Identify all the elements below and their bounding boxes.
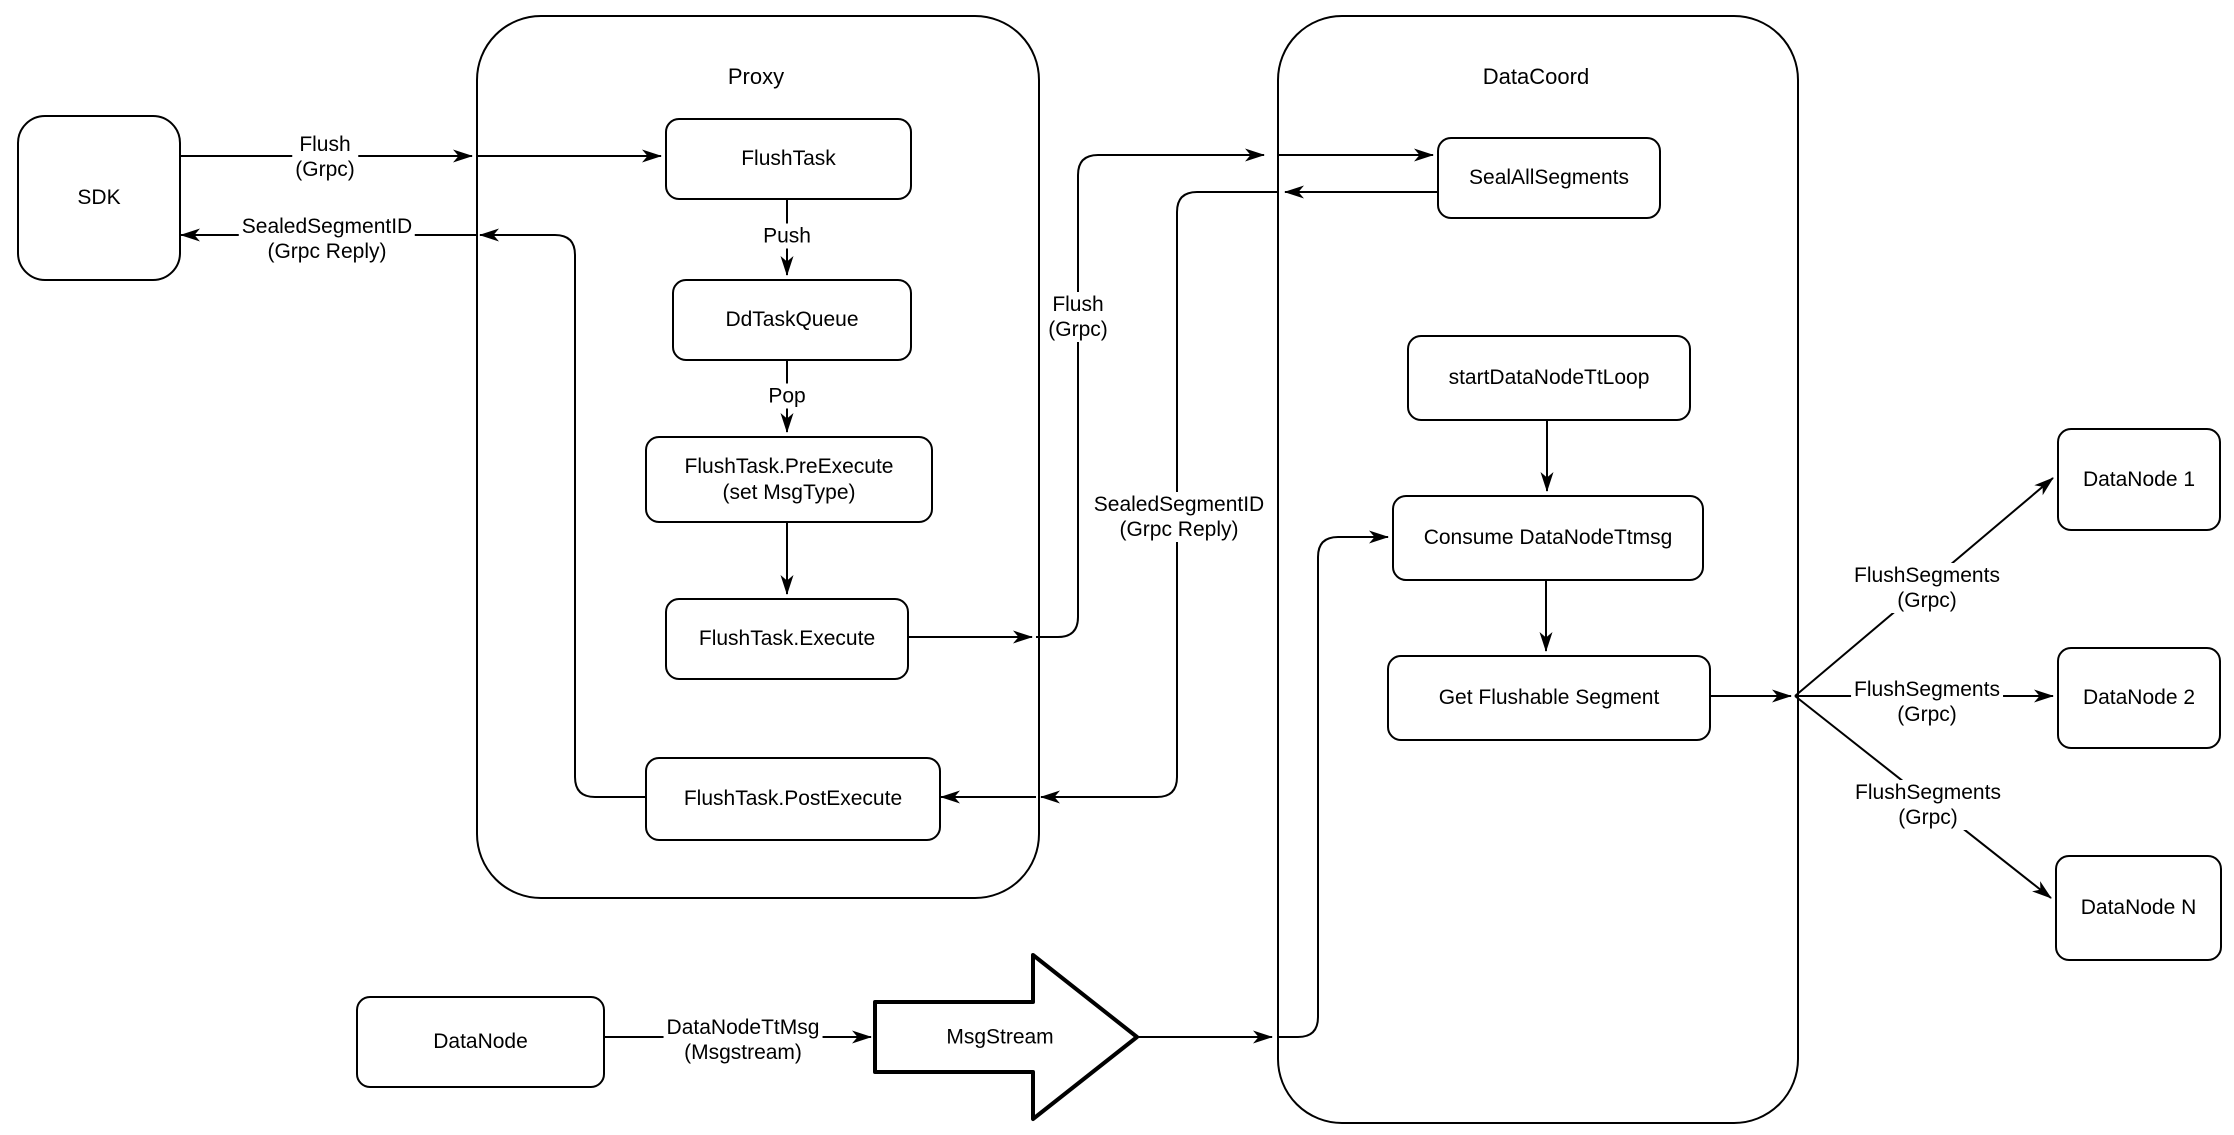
node-datanoden-label: DataNode N	[2080, 896, 2197, 919]
node-datanode1: DataNode 1	[2057, 428, 2221, 531]
edge-label-datanodettmsg: DataNodeTtMsg (Msgstream)	[663, 1015, 823, 1065]
msgstream-shape	[873, 953, 1139, 1121]
edge-label-flushsegments-3: FlushSegments (Grpc)	[1852, 780, 2004, 830]
node-execute: FlushTask.Execute	[665, 598, 909, 680]
edge-label-sealedsegmentid-left: SealedSegmentID (Grpc Reply)	[238, 214, 416, 264]
node-preexecute-label-line1: FlushTask.PreExecute	[684, 454, 894, 478]
node-postexecute-label: FlushTask.PostExecute	[683, 787, 903, 810]
node-startdatanodettloop-label: startDataNodeTtLoop	[1448, 366, 1650, 389]
node-flushtask: FlushTask	[665, 118, 912, 200]
edge-label-sealedsegmentid-mid: SealedSegmentID (Grpc Reply)	[1090, 492, 1268, 542]
edge-label-flush-grpc-mid: Flush (Grpc)	[1045, 292, 1111, 342]
node-datanode: DataNode	[356, 996, 605, 1088]
datacoord-container	[1277, 15, 1799, 1124]
edge-label-flushsegments3-line2: (Grpc)	[1898, 806, 1958, 829]
edge-label-flush-line1: Flush	[299, 133, 351, 156]
node-ddtaskqueue: DdTaskQueue	[672, 279, 912, 361]
edge-label-push: Push	[760, 223, 814, 249]
node-datanode1-label: DataNode 1	[2082, 467, 2196, 491]
edge-label-flushsegments2-line2: (Grpc)	[1897, 703, 1957, 726]
edge-label-sealed-line1: SealedSegmentID	[241, 215, 413, 238]
edge-label-flushsegments3-line1: FlushSegments	[1855, 781, 2001, 804]
edge-postexecute-to-proxy-border	[479, 228, 645, 798]
node-getflushablesegment-label: Get Flushable Segment	[1438, 686, 1660, 709]
node-execute-label: FlushTask.Execute	[698, 627, 876, 650]
edge-label-sealed-mid-line2: (Grpc Reply)	[1119, 518, 1239, 541]
edge-label-flush-line2: (Grpc)	[295, 158, 355, 181]
edge-label-flushsegments1-line1: FlushSegments	[1854, 564, 2000, 587]
edge-label-flushsegments2-line1: FlushSegments	[1854, 678, 2000, 701]
node-sdk-label: SDK	[77, 186, 121, 209]
datacoord-container-title: DataCoord	[1482, 64, 1590, 89]
edge-datacoord-to-consume	[1277, 530, 1389, 1038]
node-getflushablesegment: Get Flushable Segment	[1387, 655, 1711, 741]
edge-label-sealed-line2: (Grpc Reply)	[267, 240, 387, 263]
proxy-container-title: Proxy	[727, 64, 785, 89]
edge-label-datanodettmsg-line1: DataNodeTtMsg	[666, 1016, 820, 1039]
edge-label-flushsegments1-line2: (Grpc)	[1897, 589, 1957, 612]
edge-label-datanodettmsg-line2: (Msgstream)	[684, 1041, 802, 1064]
node-consumedatanodettmsg: Consume DataNodeTtmsg	[1392, 495, 1704, 581]
node-datanode-label: DataNode	[433, 1030, 528, 1053]
edge-label-sealed-mid-line1: SealedSegmentID	[1093, 493, 1265, 516]
node-consumedatanodettmsg-label: Consume DataNodeTtmsg	[1423, 526, 1673, 549]
edge-proxy-to-datacoord-flush	[1036, 148, 1265, 638]
node-preexecute-label-line2: (set MsgType)	[722, 480, 856, 504]
node-datanoden: DataNode N	[2055, 855, 2222, 961]
edge-label-flushsegments-2: FlushSegments (Grpc)	[1851, 677, 2003, 727]
node-ddtaskqueue-label: DdTaskQueue	[725, 308, 859, 331]
edge-label-flush-mid-line2: (Grpc)	[1048, 318, 1108, 341]
proxy-container	[476, 15, 1040, 899]
node-sealallsegments: SealAllSegments	[1437, 137, 1661, 219]
node-datanode2-label: DataNode 2	[2082, 686, 2196, 709]
node-flushtask-label: FlushTask	[741, 147, 836, 170]
node-datanode2: DataNode 2	[2057, 647, 2221, 749]
edge-label-pop: Pop	[765, 383, 809, 409]
node-preexecute: FlushTask.PreExecute (set MsgType)	[645, 436, 933, 523]
node-postexecute: FlushTask.PostExecute	[645, 757, 941, 841]
edge-label-flush-grpc-left: Flush (Grpc)	[292, 132, 358, 182]
node-msgstream-label: MsgStream	[946, 1025, 1054, 1049]
edge-label-flushsegments-1: FlushSegments (Grpc)	[1851, 563, 2003, 613]
edge-label-flush-mid-line1: Flush	[1052, 293, 1104, 316]
node-sealallsegments-label: SealAllSegments	[1469, 166, 1629, 189]
node-startdatanodettloop: startDataNodeTtLoop	[1407, 335, 1691, 421]
node-sdk: SDK	[17, 115, 181, 281]
